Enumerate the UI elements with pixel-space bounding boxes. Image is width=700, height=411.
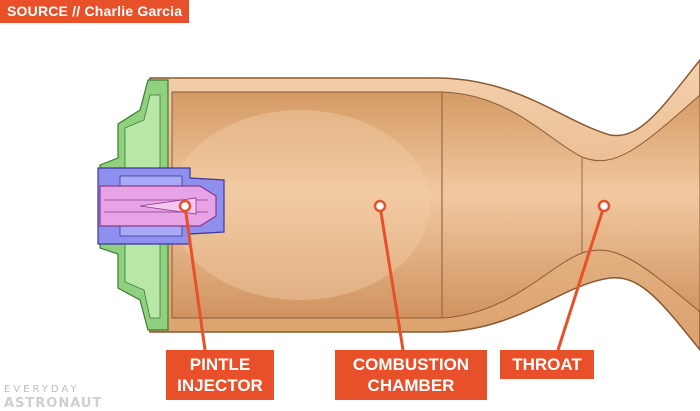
pintle-label-line2: INJECTOR (177, 376, 263, 395)
source-credit: SOURCE // Charlie Garcia (0, 0, 190, 23)
throat-label: THROAT (500, 350, 594, 379)
pintle-leader (183, 205, 207, 351)
pintle-injector-label: PINTLE INJECTOR (166, 350, 274, 400)
chamber-shading (170, 110, 430, 300)
combustion-marker (373, 199, 387, 213)
combustion-chamber-label: COMBUSTION CHAMBER (335, 350, 487, 400)
combustion-leader (378, 205, 405, 351)
combustion-chamber-cavity (171, 91, 700, 319)
throat-leader (556, 205, 606, 351)
combustion-label-line1: COMBUSTION (352, 355, 470, 374)
pintle-label-line1: PINTLE (189, 355, 251, 374)
watermark-line2: ASTRONAUT (4, 396, 103, 411)
combustion-label-line2: CHAMBER (367, 376, 455, 395)
throat-label-text: THROAT (512, 355, 582, 374)
pintle-marker (178, 199, 192, 213)
watermark-line1: EVERYDAY (4, 384, 80, 395)
throat-marker (597, 199, 611, 213)
